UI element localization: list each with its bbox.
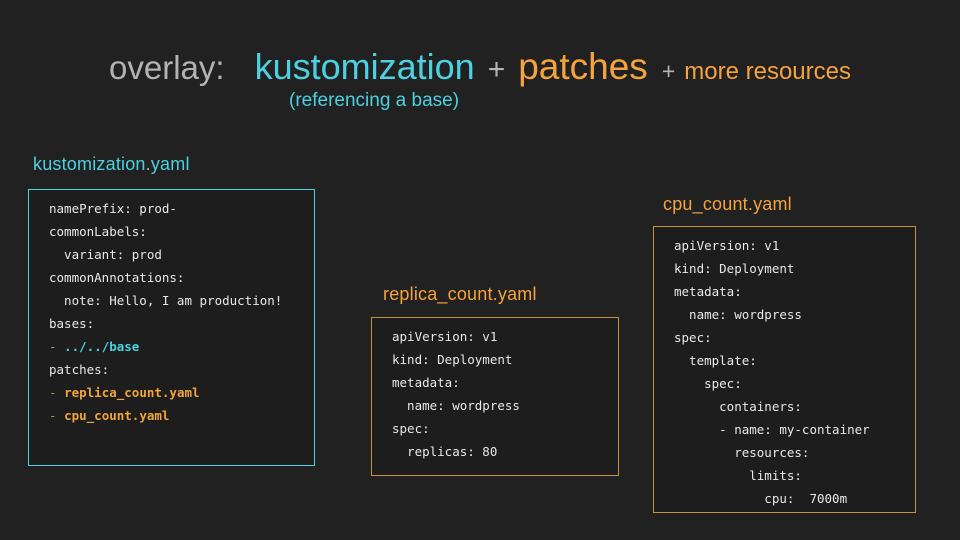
title-kustomization: kustomization: [254, 46, 475, 87]
code-box-kustomization-yaml: namePrefix: prod-commonLabels: variant: …: [28, 189, 315, 466]
title-plus-1: +: [487, 53, 506, 86]
title-patches: patches: [518, 46, 648, 87]
title-subtitle: (referencing a base): [289, 90, 460, 111]
code-kustomization-yaml: namePrefix: prod-commonLabels: variant: …: [49, 201, 283, 423]
file-label-replica-count-yaml: replica_count.yaml: [383, 284, 537, 304]
title-overlay: overlay:: [109, 49, 225, 86]
file-label-kustomization-yaml: kustomization.yaml: [33, 154, 190, 174]
slide-title: overlay: kustomization + patches + more …: [0, 46, 960, 88]
file-label-cpu-count-yaml: cpu_count.yaml: [663, 194, 792, 214]
title-plus-2: +: [661, 58, 676, 84]
title-more-resources: more resources: [684, 58, 851, 85]
